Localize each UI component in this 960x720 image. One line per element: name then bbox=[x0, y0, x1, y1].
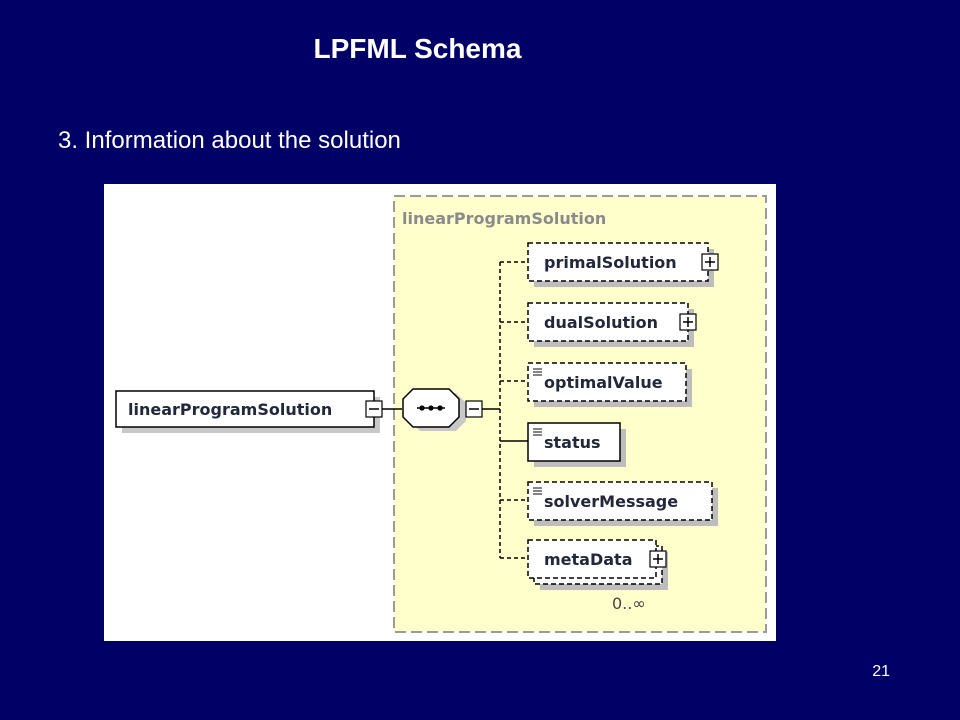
sequence-compositor-icon[interactable] bbox=[402, 388, 466, 431]
slide-subtitle: 3. Information about the solution bbox=[58, 127, 401, 154]
expand-icon[interactable] bbox=[679, 313, 697, 331]
schema-diagram: linearProgramSolution linearProgramSolut… bbox=[104, 184, 776, 641]
element-box-solvermessage[interactable]: solverMessage bbox=[527, 481, 718, 526]
root-collapse-icon[interactable] bbox=[365, 400, 383, 418]
cardinality-label: 0..∞ bbox=[612, 594, 646, 613]
sequence-collapse-icon[interactable] bbox=[465, 400, 483, 418]
element-label: solverMessage bbox=[544, 492, 678, 511]
element-box-status[interactable]: status bbox=[527, 422, 626, 467]
group-label: linearProgramSolution bbox=[402, 209, 606, 228]
element-box-optimalvalue[interactable]: optimalValue bbox=[527, 362, 692, 407]
element-label: dualSolution bbox=[544, 313, 658, 332]
slide-title: LPFML Schema bbox=[313, 33, 522, 64]
element-label: primalSolution bbox=[544, 253, 677, 272]
element-box-primalsolution[interactable]: primalSolution bbox=[527, 242, 714, 287]
element-label: optimalValue bbox=[544, 373, 663, 392]
element-label: metaData bbox=[544, 550, 633, 569]
expand-icon[interactable] bbox=[701, 253, 719, 271]
element-box-metadata[interactable]: metaData bbox=[527, 539, 668, 590]
tree-connectors bbox=[482, 261, 528, 559]
element-box-dualsolution[interactable]: dualSolution bbox=[527, 302, 694, 347]
expand-icon[interactable] bbox=[649, 550, 667, 568]
root-element-label: linearProgramSolution bbox=[128, 400, 332, 419]
page-number: 21 bbox=[872, 663, 890, 680]
root-element-box[interactable]: linearProgramSolution bbox=[115, 390, 380, 433]
element-label: status bbox=[544, 433, 601, 452]
